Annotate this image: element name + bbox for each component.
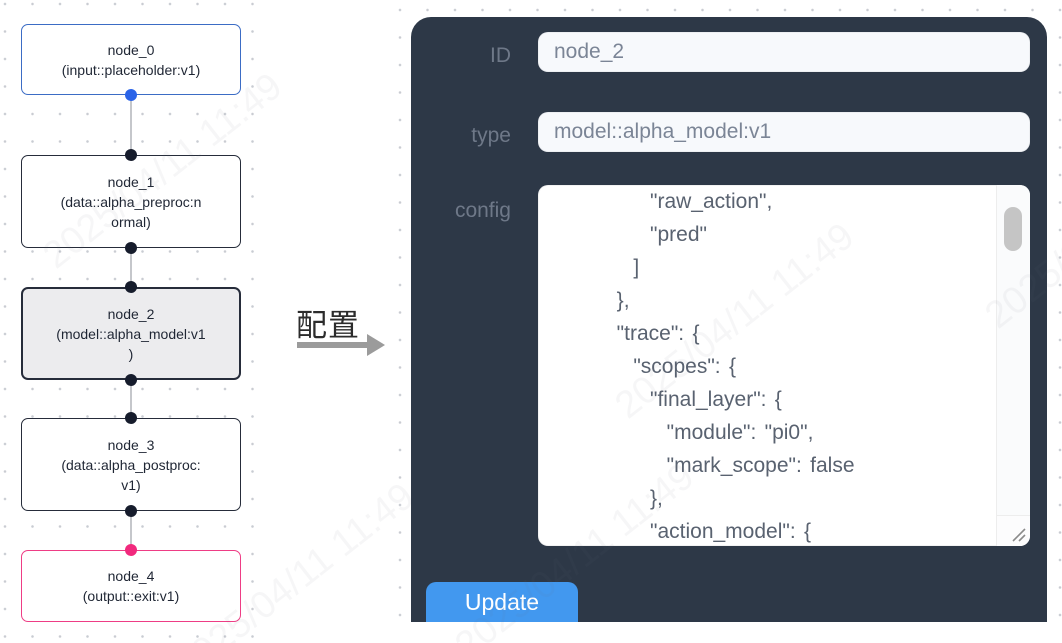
id-input[interactable]	[538, 32, 1030, 72]
node-title: node_1	[107, 173, 155, 190]
node-subtitle: v1)	[121, 476, 141, 493]
resize-grip-icon	[1012, 528, 1026, 542]
id-field-label: ID	[490, 44, 511, 67]
port-out-node-2[interactable]	[125, 374, 137, 386]
config-json-content: "raw_action", "pred" ] }, "trace": { "sc…	[616, 190, 855, 543]
panel-canvas: ID type config "raw_action", "pred" ] },…	[390, 0, 1062, 622]
port-out-node-0[interactable]	[125, 89, 137, 101]
type-input[interactable]	[538, 112, 1030, 152]
flow-canvas: node_0 (input::placeholder:v1) node_1 (d…	[0, 0, 272, 643]
type-field-label: type	[471, 124, 511, 147]
update-button[interactable]: Update	[426, 582, 578, 622]
port-in-node-2[interactable]	[125, 281, 137, 293]
flow-node-2[interactable]: node_2 (model::alpha_model:v1 )	[21, 287, 241, 380]
port-in-node-4[interactable]	[125, 544, 137, 556]
port-out-node-3[interactable]	[125, 505, 137, 517]
scrollbar-thumb[interactable]	[1004, 207, 1022, 251]
scrollbar-track[interactable]	[996, 185, 1030, 515]
port-out-node-1[interactable]	[125, 242, 137, 254]
arrow-right-icon	[297, 334, 385, 356]
node-title: node_0	[107, 41, 155, 58]
config-panel: ID type config "raw_action", "pred" ] },…	[411, 17, 1047, 622]
resize-corner[interactable]	[996, 515, 1030, 546]
edge-node0-node1	[130, 95, 132, 155]
flow-node-1[interactable]: node_1 (data::alpha_preproc:n ormal)	[21, 155, 241, 248]
config-textarea[interactable]: "raw_action", "pred" ] }, "trace": { "sc…	[538, 185, 1030, 546]
node-subtitle: (output::exit:v1)	[82, 588, 180, 604]
transition-label: 配置	[296, 308, 360, 343]
flow-node-0[interactable]: node_0 (input::placeholder:v1)	[21, 24, 241, 95]
node-title: node_2	[107, 305, 155, 322]
node-subtitle: (data::alpha_postproc:	[61, 456, 201, 473]
port-in-node-1[interactable]	[125, 149, 137, 161]
config-field-label: config	[454, 199, 511, 222]
edge-node2-node3	[130, 380, 132, 418]
node-title: node_3	[107, 436, 155, 453]
node-subtitle: (model::alpha_model:v1	[56, 325, 206, 342]
node-subtitle: (data::alpha_preproc:n	[60, 193, 202, 210]
node-subtitle: ormal)	[111, 213, 151, 230]
node-title: node_4	[107, 568, 155, 584]
edge-node3-node4	[130, 511, 132, 550]
port-in-node-3[interactable]	[125, 412, 137, 424]
node-subtitle: (input::placeholder:v1)	[61, 61, 201, 78]
flow-node-4[interactable]: node_4 (output::exit:v1)	[21, 550, 241, 622]
edge-node1-node2	[130, 248, 132, 287]
node-subtitle: )	[128, 345, 134, 362]
flow-node-3[interactable]: node_3 (data::alpha_postproc: v1)	[21, 418, 241, 511]
